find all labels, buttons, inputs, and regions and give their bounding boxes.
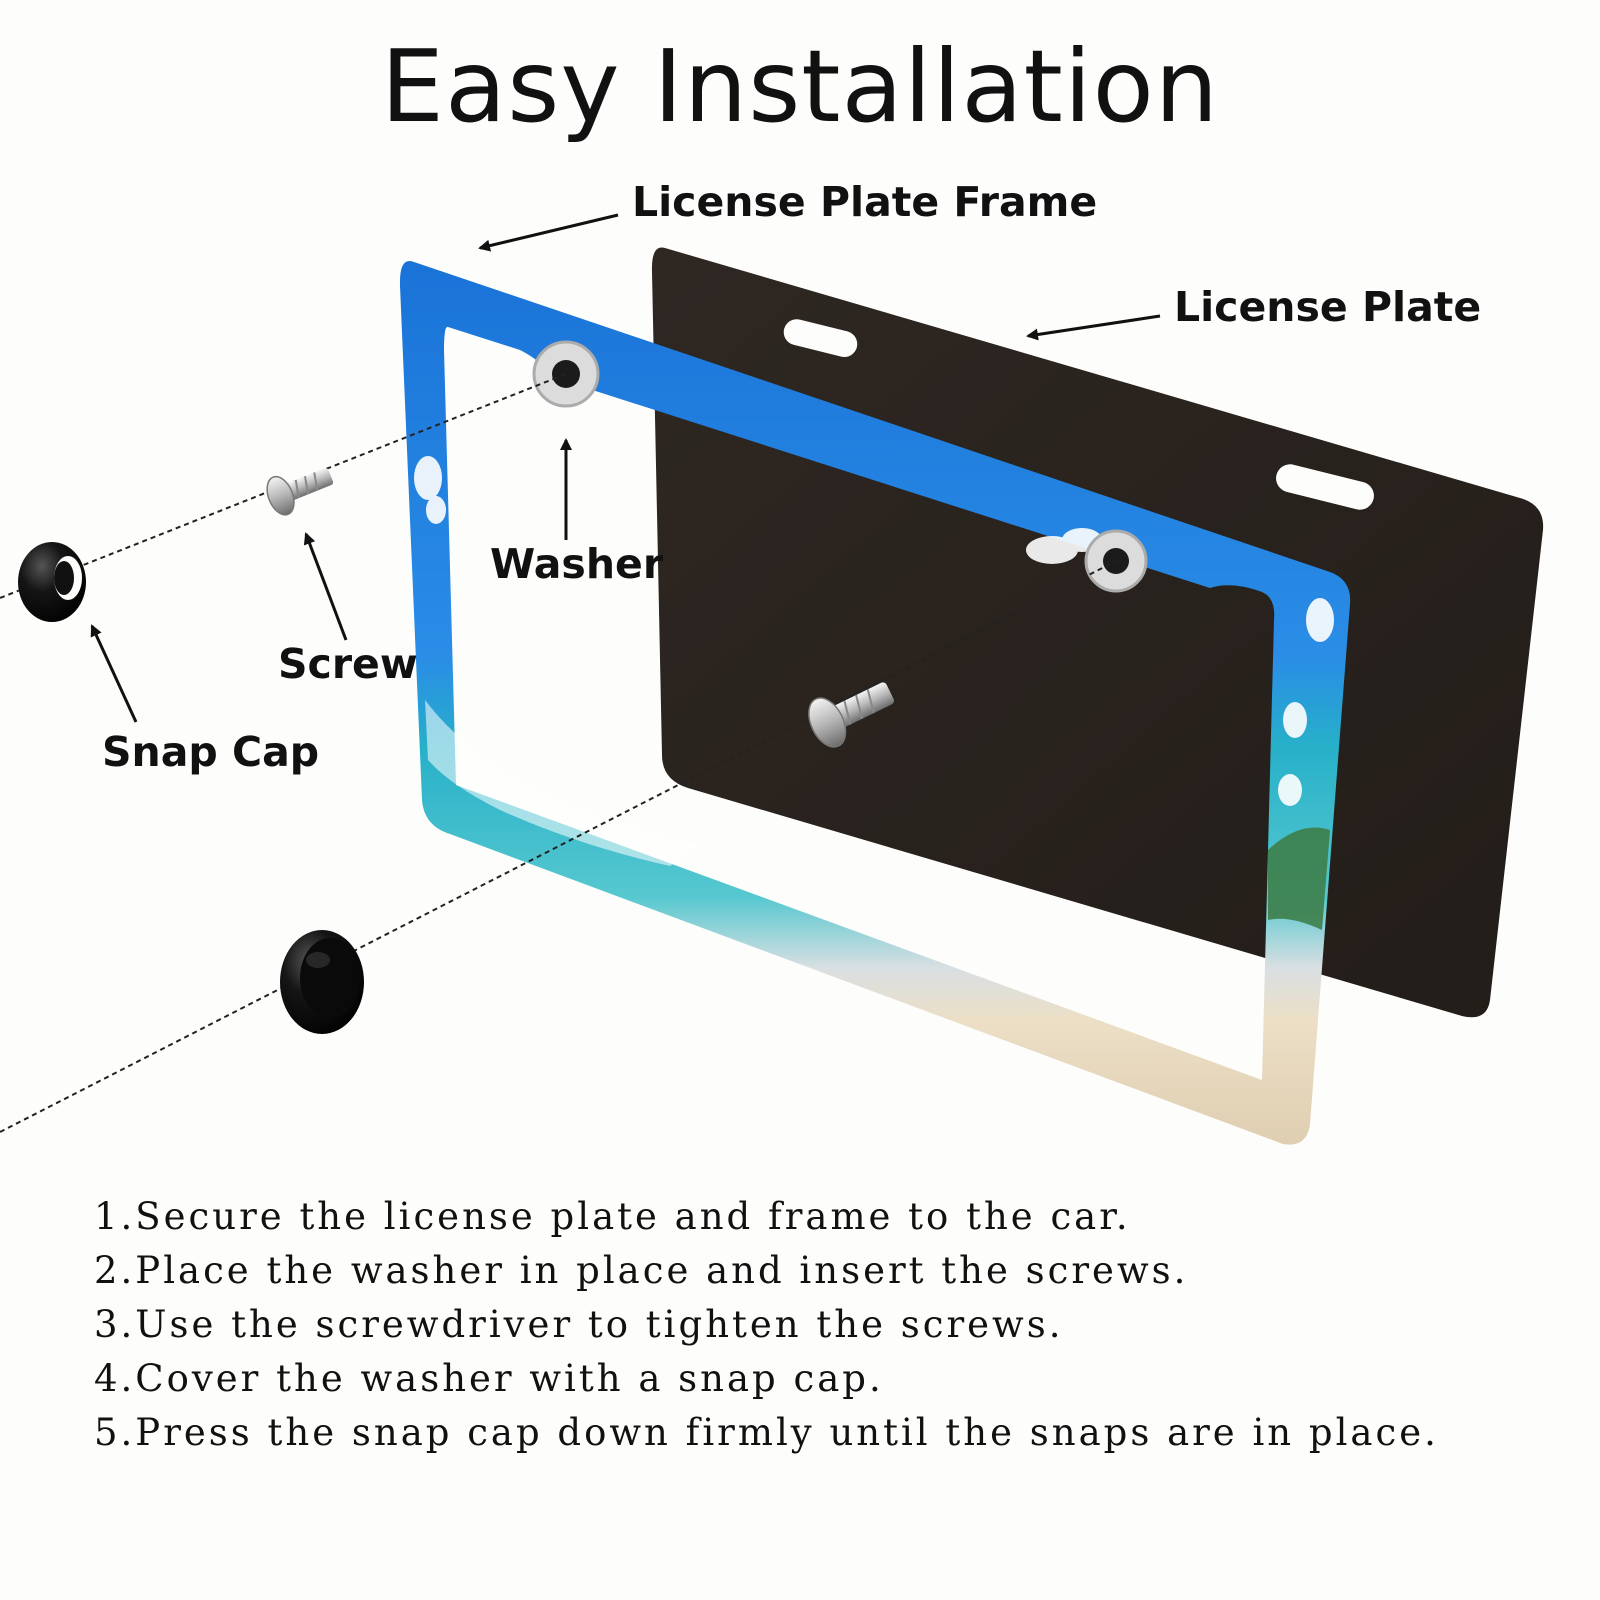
screw-left — [266, 468, 334, 516]
license-plate-frame — [399, 261, 1351, 1145]
frame-waves — [425, 700, 700, 866]
snap-cap-left — [18, 542, 86, 622]
screw-center — [808, 682, 895, 748]
arrow-screw — [303, 532, 348, 641]
page-title: Easy Installation — [380, 28, 1220, 145]
step-item: 3.Use the screwdriver to tighten the scr… — [94, 1303, 1064, 1346]
callout-arrows — [90, 213, 1161, 723]
label-snap-cap: Snap Cap — [102, 728, 320, 776]
step-item: 4.Cover the washer with a snap cap. — [94, 1357, 884, 1400]
step-item: 2.Place the washer in place and insert t… — [94, 1249, 1189, 1292]
assembly-lines — [0, 373, 1117, 1133]
arrow-frame — [478, 213, 619, 252]
frame-clouds — [414, 456, 1334, 806]
label-washer: Washer — [490, 540, 664, 588]
label-screw: Screw — [278, 640, 418, 688]
license-plate — [651, 247, 1544, 1018]
installation-diagram — [0, 213, 1544, 1145]
installation-steps: 1.Secure the license plate and frame to … — [94, 1190, 1594, 1460]
arrow-snap-cap — [90, 624, 138, 723]
label-license-plate: License Plate — [1174, 283, 1482, 331]
washer-top — [532, 340, 600, 408]
frame-hill — [1268, 827, 1330, 930]
plate-slot-right — [1276, 464, 1374, 510]
arrow-plate — [1026, 314, 1161, 341]
snap-cap-bottom — [280, 930, 364, 1034]
step-item: 5.Press the snap cap down firmly until t… — [94, 1411, 1439, 1454]
plate-slot-top — [783, 319, 858, 358]
step-item: 1.Secure the license plate and frame to … — [94, 1195, 1131, 1238]
label-license-plate-frame: License Plate Frame — [632, 178, 1098, 226]
